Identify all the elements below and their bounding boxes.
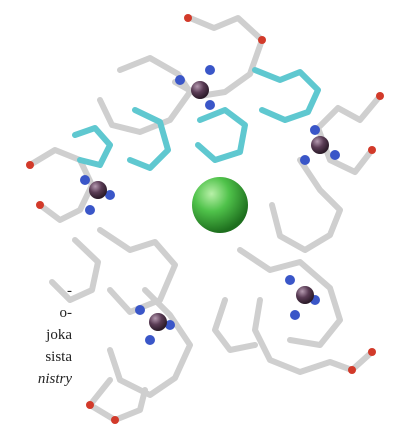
- caption-line-3: joka: [46, 327, 72, 343]
- caption-line-5: nistry: [37, 371, 72, 387]
- oxygen-atoms: [26, 14, 384, 424]
- metal-atom: [311, 136, 329, 154]
- metal-atom: [149, 313, 167, 331]
- highlighted-strand: [72, 67, 321, 171]
- caption-line-1: -: [67, 283, 72, 299]
- caption-line-2: o-: [59, 305, 73, 321]
- nitrogen-atoms: [80, 65, 340, 345]
- central-anion-sphere: [192, 177, 248, 233]
- metal-atom: [191, 81, 209, 99]
- metal-atom: [89, 181, 107, 199]
- metal-centers: [89, 81, 329, 331]
- metal-atom: [296, 286, 314, 304]
- caption-line-4: sista: [45, 349, 72, 365]
